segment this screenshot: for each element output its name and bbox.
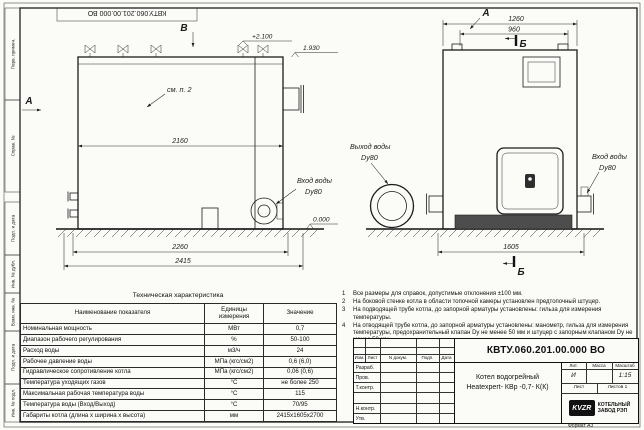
title-block: Изм. Лист N докум. Подп. Дата Разраб. Пр…	[353, 338, 639, 424]
boiler-side-view	[67, 44, 304, 230]
dim-2260: 2260	[171, 244, 188, 251]
callouts: см. п. 2 Выход воды Dy80 Вход воды Dy80 …	[146, 85, 628, 205]
elevation-mid: 1.930	[303, 45, 320, 52]
top-doc-code: КВТУ.060.201.00.000 ВО	[87, 9, 166, 16]
col-data: Дата	[441, 355, 452, 360]
col-podp: Подп.	[421, 355, 434, 360]
top-valve-stems	[89, 53, 264, 57]
lit-value: И	[571, 372, 576, 379]
tech-row: Габариты котла (длина х ширина х высота)…	[20, 410, 337, 422]
section-marks: А В А Б Б	[22, 8, 527, 278]
dimensions-side-view: 2160 2260 2415	[63, 138, 304, 270]
product-name: Котел водогрейный	[475, 374, 540, 381]
row-razrab: Разраб.	[355, 364, 375, 371]
margin-sprav-no: Справ. №	[11, 136, 16, 157]
top-valves	[84, 44, 269, 54]
kvzr-logo: KVZR	[568, 400, 595, 416]
col-list: Лист	[367, 355, 378, 360]
left-margin-labels: Перв. примен. Справ. № Подп. и дата Инв.…	[11, 39, 16, 418]
base-frame	[454, 214, 573, 230]
door-lock	[525, 174, 535, 188]
tech-table: Наименование показателя Единицы измерени…	[20, 302, 337, 422]
company-name: КОТЕЛЬНЫЙ ЗАВОД РЭП	[597, 402, 631, 414]
water-inlet-side-dn: Dy80	[305, 187, 322, 196]
company-area: KVZR КОТЕЛЬНЫЙ ЗАВОД РЭП	[561, 393, 638, 423]
scale-value: 1:15	[618, 372, 632, 379]
see-note-label: см. п. 2	[167, 85, 191, 94]
col-izm: Изм.	[354, 355, 365, 360]
elevation-zero: 0.000	[313, 217, 330, 224]
view-a-top-letter: А	[481, 8, 489, 19]
margin-vzam-inv: Взам. инв. №	[11, 298, 16, 327]
right-pipe-stub	[576, 195, 592, 213]
section-b-top-letter: Б	[519, 39, 526, 50]
row-utv: Утв.	[355, 415, 366, 422]
col-ndoc: N докум.	[388, 355, 408, 360]
dimensions-front-view: 1260 960 1605	[437, 16, 585, 256]
view-v-letter: В	[180, 23, 187, 34]
margin-perv-primen: Перв. примен.	[11, 39, 16, 70]
water-inlet-front-label: Вход воды	[592, 152, 628, 161]
margin-podp-data-1: Подп. и дата	[11, 215, 16, 243]
dim-960: 960	[508, 27, 520, 34]
left-pipe-stub	[428, 195, 444, 213]
flue-outlet	[282, 87, 300, 111]
massa-label: Масса	[592, 362, 606, 368]
tech-header-row: Наименование показателя Единицы измерени…	[20, 302, 337, 325]
water-inlet-front-dn: Dy80	[599, 163, 616, 172]
margin-podp-data-2: Подп. и дата	[11, 344, 16, 372]
row-nkontr: Н.контр.	[355, 405, 376, 412]
boiler-front-view	[426, 43, 594, 230]
tech-header-units: Единицы измерения	[204, 302, 264, 325]
tech-header-value: Значение	[263, 302, 337, 325]
outer-border	[3, 2, 641, 428]
dim-2415: 2415	[174, 258, 191, 265]
stamp-product-title: Котел водогрейный Heatexpert- КВр -0,7- …	[454, 362, 561, 430]
dim-1260: 1260	[508, 16, 524, 23]
top-code-graph: КВТУ.060.201.00.000 ВО	[56, 7, 198, 22]
stamp-doc-code: КВТУ.060.201.00.000 ВО	[486, 345, 606, 356]
list-label: Лист	[573, 385, 585, 390]
furnace-door	[496, 147, 564, 215]
elevation-top: +2.100	[252, 34, 273, 41]
product-model: Heatexpert- КВр -0,7- К(К)	[466, 383, 549, 391]
masshtab-label: Масштаб	[615, 362, 635, 368]
format-label: Формат А3	[568, 423, 594, 429]
dim-1605: 1605	[503, 244, 519, 251]
outlet-flange-front	[369, 183, 415, 229]
elevation-marks: +2.100 1.930 0.000	[238, 34, 338, 230]
listov-cell: Листов 1	[607, 385, 628, 390]
tech-table-title: Техническая характеристика	[132, 292, 224, 299]
water-inlet-side-label: Вход воды	[297, 176, 333, 185]
water-outlet-dn: Dy80	[361, 153, 378, 162]
view-a-left-letter: А	[24, 96, 32, 107]
dim-2160: 2160	[171, 138, 188, 145]
row-prov: Пров.	[355, 374, 370, 381]
margin-inv-podl: Инв. № подл.	[11, 389, 16, 418]
tech-header-name: Наименование показателя	[20, 302, 205, 325]
margin-inv-dubl: Инв. № дубл.	[11, 260, 16, 288]
tech-row: Диапазон рабочего регулирования%50-100	[20, 334, 337, 346]
top-hatch	[522, 56, 561, 88]
row-tkontr: Т.контр.	[355, 384, 375, 391]
water-outlet-label: Выход воды	[350, 142, 391, 151]
section-b-bottom-letter: Б	[517, 267, 524, 278]
tech-characteristics: Техническая характеристика Наименование …	[20, 292, 337, 422]
lit-label: Лит.	[569, 362, 578, 368]
ground-line	[56, 228, 604, 238]
